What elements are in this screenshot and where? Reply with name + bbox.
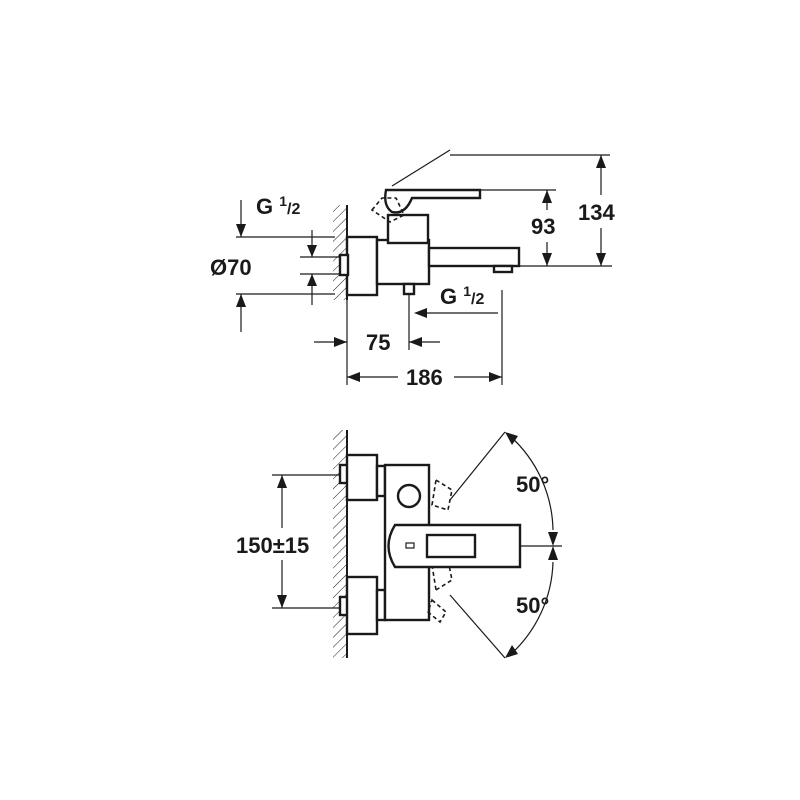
connector-lower — [345, 575, 379, 636]
mixer-body — [375, 238, 431, 286]
connector-upper — [345, 453, 379, 502]
height-93-label: 93 — [531, 214, 555, 239]
height-134-label: 134 — [578, 200, 615, 225]
side-view: G 1/2 Ø70 G 1/2 75 186 93 134 — [210, 149, 615, 390]
diameter-label: Ø70 — [210, 255, 252, 280]
angle-upper-label: 50° — [516, 472, 549, 497]
wall-hatch-side — [333, 205, 347, 300]
lever — [384, 188, 482, 214]
angle-lower-label: 50° — [516, 593, 549, 618]
top-view: 50° 50° 150±15 — [236, 430, 562, 659]
thread-right-label: G 1/2 — [440, 283, 484, 309]
spout — [427, 246, 521, 268]
eccentric-connector — [345, 235, 379, 297]
spacing-label: 150±15 — [236, 533, 309, 558]
diverter-knob — [396, 483, 422, 509]
offset-75-label: 75 — [366, 330, 390, 355]
diverter-stem — [402, 282, 416, 296]
thread-left-label: G 1/2 — [256, 193, 300, 219]
depth-186-label: 186 — [406, 365, 443, 390]
